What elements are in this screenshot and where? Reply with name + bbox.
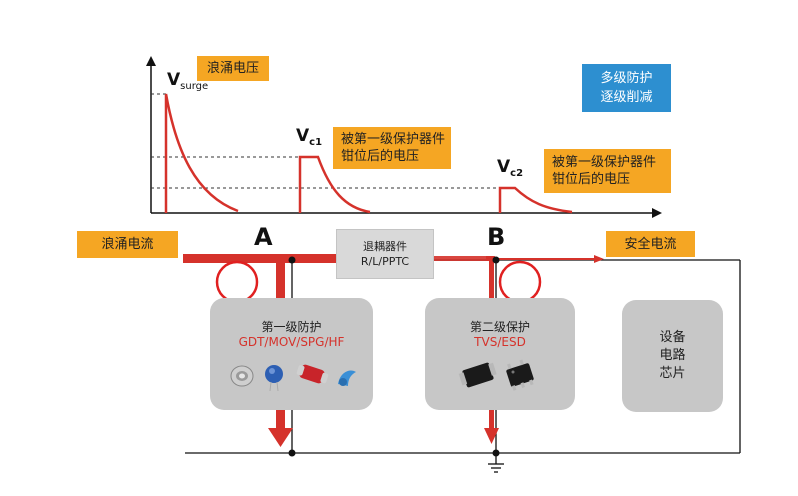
stage2-protection-block: 第二级保护 TVS/ESD	[425, 298, 575, 410]
vc2-note-line2: 钳位后的电压	[552, 172, 631, 187]
multi-level-line1: 多级防护	[600, 71, 653, 86]
circuit-wires	[185, 259, 741, 454]
device-line3: 芯片	[659, 366, 686, 381]
stage2-component-icons	[458, 359, 534, 391]
vc1-label: Vc1	[296, 126, 322, 148]
waveform-axes	[146, 56, 662, 218]
vc1-note-line1: 被第一级保护器件	[341, 132, 446, 147]
decoupling-component: 退耦器件 R/L/PPTC	[336, 229, 434, 279]
safe-current-tag: 安全电流	[606, 231, 695, 257]
surge-current-tag: 浪涌电流	[77, 231, 178, 258]
device-circuit-chip-block: 设备 电路 芯片	[622, 300, 723, 412]
stage1-protection-block: 第一级防护 GDT/MOV/SPG/HF	[210, 298, 373, 410]
v-surge-label: Vsurge	[167, 70, 208, 92]
stage1-parts: GDT/MOV/SPG/HF	[238, 335, 345, 349]
vc2-note: 被第一级保护器件 钳位后的电压	[544, 149, 671, 193]
spg-icon	[296, 364, 328, 384]
stage1-title: 第一级防护	[261, 320, 322, 334]
multi-level-protection-box: 多级防护 逐级削减	[582, 64, 671, 112]
gdt-icon	[230, 365, 253, 387]
esd-chip-icon	[506, 359, 534, 391]
coupler-line1: 退耦器件	[363, 240, 407, 253]
surge-waveform	[164, 93, 239, 213]
v-surge-sub: surge	[180, 81, 209, 92]
node-b-label: B	[487, 223, 506, 251]
surge-voltage-tag: 浪涌电压	[197, 56, 269, 81]
vc1-letter: V	[296, 126, 310, 146]
stage2-title: 第二级保护	[469, 320, 530, 334]
vc2-letter: V	[497, 157, 511, 177]
hf-icon	[337, 370, 356, 386]
coupler-line2: R/L/PPTC	[360, 255, 410, 268]
node-a-highlight	[215, 260, 259, 304]
vc1-note-line2: 钳位后的电压	[341, 149, 420, 164]
vc2-label: Vc2	[497, 157, 523, 179]
vc1-note: 被第一级保护器件 钳位后的电压	[333, 127, 451, 169]
vc2-note-line1: 被第一级保护器件	[552, 155, 657, 170]
tvs-chip-icon	[458, 362, 497, 388]
stage2-parts: TVS/ESD	[474, 335, 526, 349]
stage1-component-icons	[230, 364, 356, 392]
vc2-waveform	[498, 186, 573, 214]
vc1-waveform	[298, 155, 371, 214]
multi-level-line2: 逐级削减	[600, 90, 653, 105]
device-line2: 电路	[659, 348, 686, 363]
v-surge-letter: V	[167, 70, 181, 90]
waveforms	[164, 93, 573, 214]
reference-levels	[151, 93, 500, 189]
device-line1: 设备	[659, 330, 686, 345]
ground-symbol	[488, 453, 504, 473]
node-a-label: A	[254, 223, 273, 251]
vc1-sub: c1	[309, 137, 323, 148]
node-b-highlight	[498, 260, 542, 304]
vc2-sub: c2	[510, 168, 524, 179]
mov-icon	[264, 365, 283, 392]
